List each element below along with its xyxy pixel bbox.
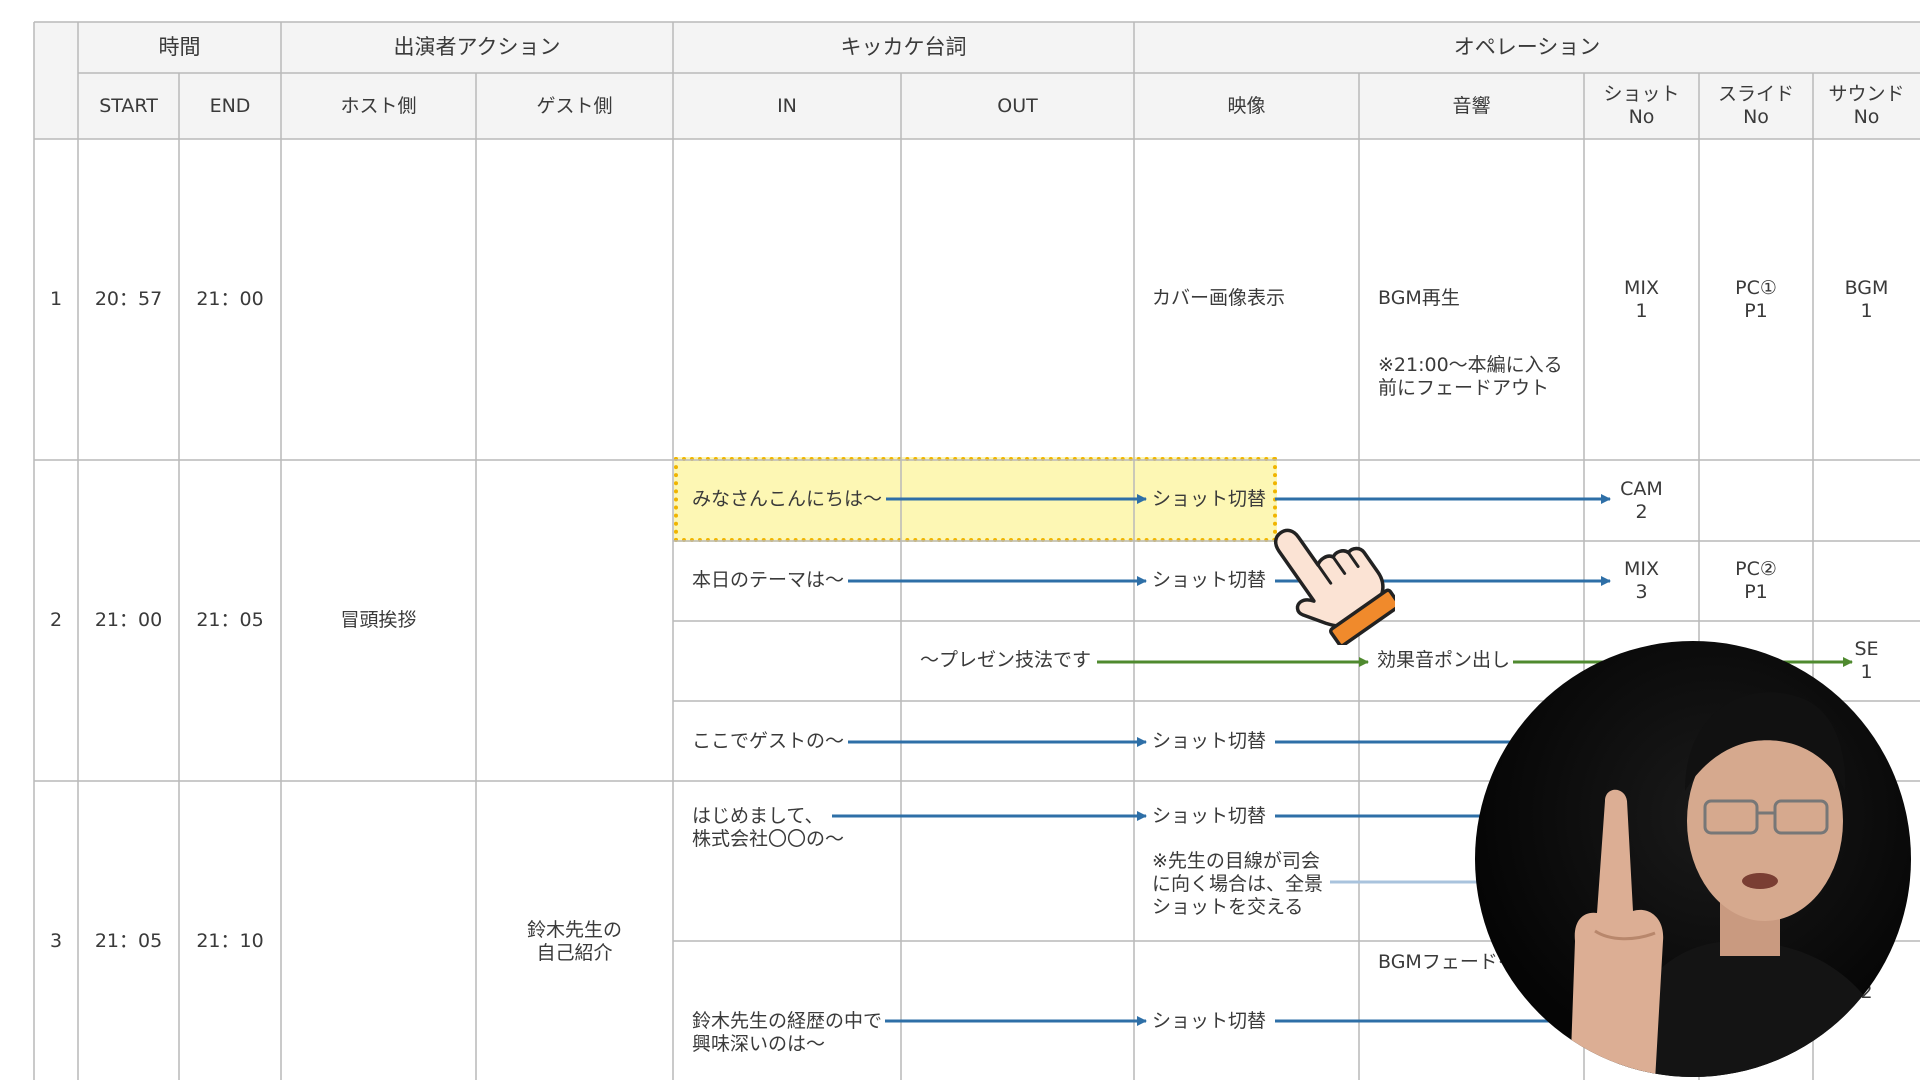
row-2-cue-2-shot: MIX 3 [1623,558,1659,603]
header-start: START [99,94,158,117]
header-audio: 音響 [1452,94,1491,117]
row-2-cue-3-out: ～プレゼン技法です [920,649,1092,671]
header-in: IN [777,94,797,117]
row-2-number: 2 [49,609,63,631]
row-1-shot: MIX 1 [1623,276,1659,322]
row-3-end: 21：10 [196,930,264,952]
header-slide-no: スライド No [1717,83,1794,128]
row-1-number: 1 [49,288,63,310]
row-3-cue-1-video: ショット切替 [1152,805,1267,827]
presenter-icon [1570,692,1905,1077]
row-3-cue-1-video-note: ※先生の目線が司会 に向く場合は、全景 ショットを交える [1152,850,1324,918]
row-2-cue-4-video: ショット切替 [1152,730,1267,752]
presenter-video-overlay [1475,641,1911,1077]
row-3-cue-1-in: はじめまして、 株式会社〇〇の～ [692,805,845,850]
row-3-cue-2-in: 鈴木先生の経歴の中で 興味深いのは～ [692,1010,883,1055]
row-2-cue-1-in: みなさんこんにちは～ [692,488,883,510]
header-guest: ゲスト側 [536,94,613,117]
row-1-audio-note: ※21:00～本編に入る 前にフェードアウト [1378,354,1563,399]
header-sound-no: サウンド No [1828,83,1905,128]
row-3-number: 3 [49,930,63,952]
row-1-start: 20：57 [94,288,163,310]
header-performer-action: 出演者アクション [393,35,561,59]
row-2-cue-3-audio: 効果音ポン出し [1377,649,1511,671]
row-3-cue-2-audio: BGMフェードイ [1378,951,1517,973]
row-3-guest-action: 鈴木先生の 自己紹介 [526,918,622,964]
header-end: END [209,94,251,117]
row-2-host-action: 冒頭挨拶 [340,609,417,631]
row-2-cue-3-sound: SE 1 [1854,638,1879,683]
row-2-cue-2-in: 本日のテーマは～ [692,569,845,591]
row-2-cue-2-video: ショット切替 [1152,569,1267,591]
header-video: 映像 [1227,94,1266,117]
row-2-cue-1-shot: CAM 2 [1620,477,1663,523]
row-2-end: 21：05 [196,609,264,631]
header-out: OUT [997,94,1038,117]
row-1-video: カバー画像表示 [1152,287,1286,309]
header-time: 時間 [158,35,201,59]
highlighted-cue [674,457,1277,542]
pointing-hand-icon [1273,528,1395,645]
row-3-start: 21：05 [94,930,163,952]
header-shot-no: ショット No [1603,83,1680,128]
row-2-start: 21：00 [94,609,163,631]
row-1-end: 21：00 [196,288,264,310]
row-3-cue-2-video: ショット切替 [1152,1010,1267,1032]
header-operation: オペレーション [1453,35,1601,59]
row-2-cue-2-slide: PC② P1 [1735,558,1777,603]
row-1-sound: BGM 1 [1844,276,1889,322]
header-host: ホスト側 [340,94,417,117]
row-1-audio: BGM再生 [1378,287,1460,309]
row-1-slide: PC① P1 [1735,276,1777,322]
header-cue-lines: キッカケ台詞 [840,35,967,59]
row-2-cue-1-video: ショット切替 [1152,488,1267,510]
row-2-cue-4-in: ここでゲストの～ [692,730,845,752]
